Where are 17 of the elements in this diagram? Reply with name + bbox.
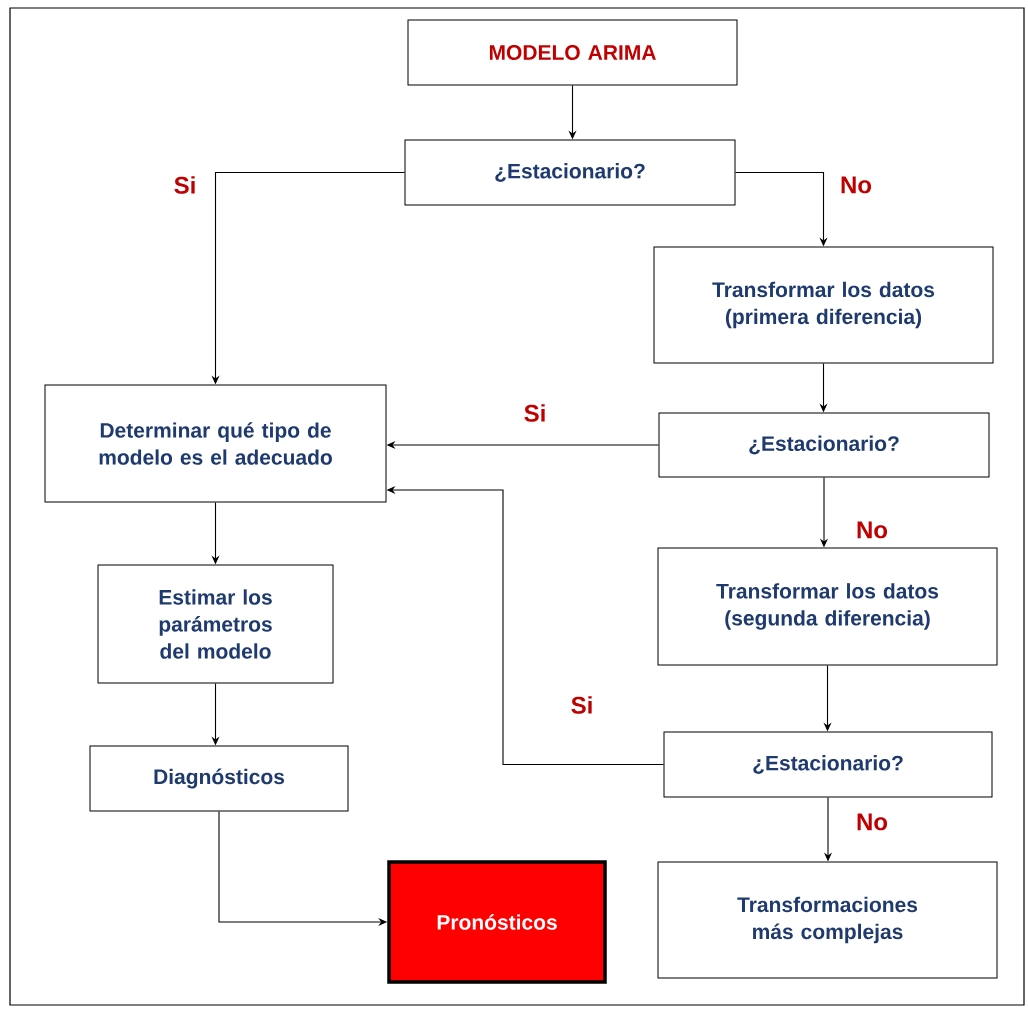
edge-label: No <box>857 521 888 539</box>
process-box: MODELO ARIMA <box>407 19 738 86</box>
edge-label: Si <box>174 176 195 194</box>
process-box: Diagnósticos <box>89 745 349 812</box>
edge-label: No <box>857 813 888 831</box>
process-box: Transformaciones más complejas <box>657 861 998 979</box>
edge-label: No <box>841 176 872 194</box>
process-box: Determinar qué tipo de modelo es el adecuado <box>44 384 387 503</box>
process-box: Transformar los datos (primera diferencia) <box>653 246 994 364</box>
decision-box: ¿Estacionario? <box>663 731 993 798</box>
edge-label: Si <box>524 404 545 422</box>
process-box: Estimar los parámetros del modelo <box>97 564 334 684</box>
decision-box: ¿Estacionario? <box>658 412 990 478</box>
edge-label: Si <box>571 696 592 714</box>
decision-box: ¿Estacionario? <box>404 139 736 206</box>
process-box: Transformar los datos (segunda diferencia) <box>657 547 998 666</box>
result-box: Pronósticos <box>387 860 607 984</box>
